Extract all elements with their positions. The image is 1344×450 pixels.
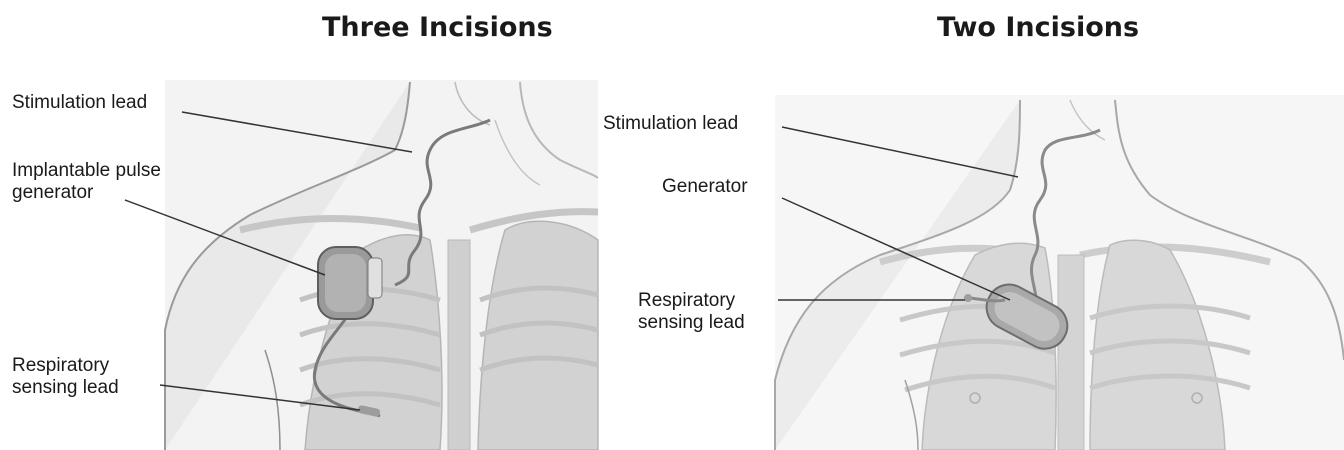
panel-title-two-incisions: Two Incisions <box>937 12 1139 43</box>
label-stimulation-lead-right: Stimulation lead <box>603 113 738 135</box>
label-generator: Generator <box>662 176 748 198</box>
label-stimulation-lead-left: Stimulation lead <box>12 92 147 114</box>
label-implantable-pulse-generator: Implantable pulse generator <box>12 160 161 204</box>
torso-illustration-right <box>775 95 1344 450</box>
label-respiratory-sensing-lead-right: Respiratory sensing lead <box>638 290 745 334</box>
sensing-lead-tip-right <box>964 294 972 302</box>
panel-title-three-incisions: Three Incisions <box>322 12 553 43</box>
pulse-generator-device-left <box>318 247 382 319</box>
label-respiratory-sensing-lead-left: Respiratory sensing lead <box>12 355 119 399</box>
